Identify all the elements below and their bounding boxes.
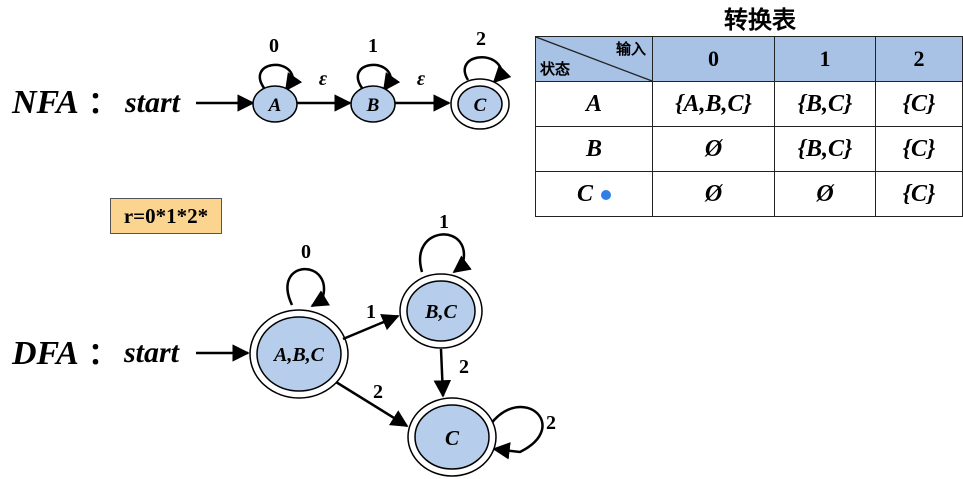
table-cell: Ø — [652, 126, 775, 172]
table-header-row: 输入 状态 0 1 2 — [535, 36, 963, 82]
nfa-self-loop-c — [463, 56, 512, 84]
nfa-self-loop-label-c: 2 — [476, 28, 486, 50]
nfa-label: NFA — [11, 84, 79, 121]
table-row: C Ø Ø {C} — [535, 171, 963, 217]
nfa-state-c — [457, 85, 503, 123]
table-cell: {A,B,C} — [652, 81, 775, 127]
dfa-self-loop-c — [488, 405, 544, 460]
nfa-colon: ： — [88, 87, 118, 120]
dfa-state-abc — [256, 316, 342, 392]
regex-box: r=0*1*2* — [110, 198, 222, 234]
table-row: B Ø {B,C} {C} — [535, 126, 963, 172]
table-row: A {A,B,C} {B,C} {C} — [535, 81, 963, 127]
nfa-edge-label-a-b: ε — [319, 68, 328, 90]
dfa-self-loop-label-abc: 0 — [301, 241, 311, 263]
nfa-self-loop-a — [258, 63, 303, 92]
nfa-state-label-c: C — [474, 95, 487, 116]
dfa-edge-label-bc-c: 2 — [459, 356, 469, 378]
corner-diagonal — [536, 37, 652, 81]
nfa-state-label-a: A — [268, 95, 282, 116]
header-input-label: 输入 — [615, 40, 646, 58]
table-corner-cell: 输入 状态 — [535, 36, 653, 82]
nfa-start-label: start — [124, 86, 182, 119]
dfa-edge-label-abc-c: 2 — [373, 381, 383, 403]
dfa-state-bc — [406, 280, 476, 342]
cursor-dot — [601, 189, 611, 200]
table-col-header: 2 — [875, 36, 963, 82]
row-state-cell: C — [535, 171, 653, 217]
dfa-label: DFA — [11, 335, 79, 372]
table-cell: {B,C} — [774, 126, 876, 172]
transition-table: 输入 状态 0 1 2 A {A,B,C} {B,C} {C} B Ø {B,C… — [535, 36, 963, 217]
dfa-self-loop-abc — [286, 267, 331, 308]
nfa-self-loop-b — [356, 63, 401, 92]
nfa-state-label-b: B — [366, 95, 380, 116]
row-state: C — [576, 180, 593, 207]
row-state: A — [535, 81, 653, 127]
dfa-state-label-c: C — [445, 426, 460, 450]
dfa-colon: ： — [88, 338, 118, 371]
nfa-edge-label-b-c: ε — [417, 68, 426, 90]
dfa-self-loop-label-bc: 1 — [439, 211, 449, 233]
dfa-state-label-abc: A,B,C — [272, 344, 325, 366]
table-cell: {C} — [875, 171, 963, 217]
table-cell: Ø — [652, 171, 775, 217]
dfa-edge-abc-c — [335, 380, 409, 428]
dfa-self-loop-bc — [418, 233, 472, 274]
nfa-self-loop-label-a: 0 — [269, 35, 279, 57]
table-col-header: 0 — [652, 36, 775, 82]
table-title: 转换表 — [724, 5, 797, 34]
dfa-self-loop-label-c: 2 — [546, 412, 556, 434]
dfa-state-c — [414, 404, 490, 470]
header-state-label: 状态 — [540, 60, 571, 78]
table-cell: {C} — [875, 81, 963, 127]
dfa-edge-abc-bc — [342, 314, 400, 341]
dfa-edge-bc-c — [433, 348, 452, 398]
dfa-state-label-bc: B,C — [424, 301, 457, 323]
dfa-edge-label-abc-bc: 1 — [366, 301, 376, 323]
nfa-self-loop-label-b: 1 — [368, 35, 378, 57]
table-cell: {B,C} — [774, 81, 876, 127]
table-cell: {C} — [875, 126, 963, 172]
table-col-header: 1 — [774, 36, 876, 82]
table-cell: Ø — [774, 171, 876, 217]
row-state: B — [535, 126, 653, 172]
dfa-start-label: start — [123, 336, 181, 369]
